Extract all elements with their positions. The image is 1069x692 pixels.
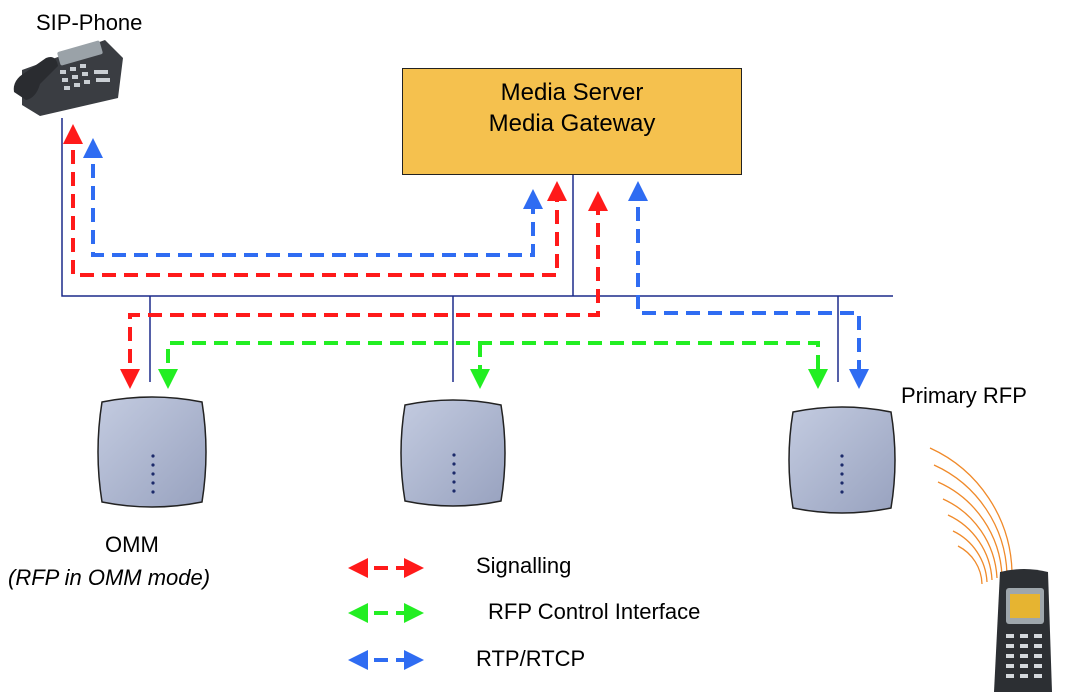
rfp-omm (97, 396, 207, 508)
legend-rtp-label: RTP/RTCP (476, 646, 586, 671)
omm-label: OMM (105, 532, 159, 557)
sip-phone-icon (13, 40, 123, 116)
rtp-paths (83, 138, 869, 389)
control-paths (158, 341, 828, 389)
rfp-middle (400, 399, 506, 507)
sip-phone-label: SIP-Phone (36, 10, 143, 35)
legend-signalling-label: Signalling (476, 553, 572, 578)
media-gateway-label: Media Gateway (488, 110, 656, 137)
primary-rfp-label: Primary RFP (901, 383, 1027, 408)
media-server-label: Media Server (500, 79, 644, 106)
media-server-box: Media Server Media Gateway (402, 68, 742, 175)
dect-handset-icon (994, 569, 1052, 692)
radio-waves-icon (929, 447, 1013, 585)
signalling-paths (63, 124, 608, 389)
omm-subtitle: (RFP in OMM mode) (8, 565, 211, 590)
rfp-primary (788, 406, 896, 514)
legend-control-label: RFP Control Interface (488, 599, 701, 624)
